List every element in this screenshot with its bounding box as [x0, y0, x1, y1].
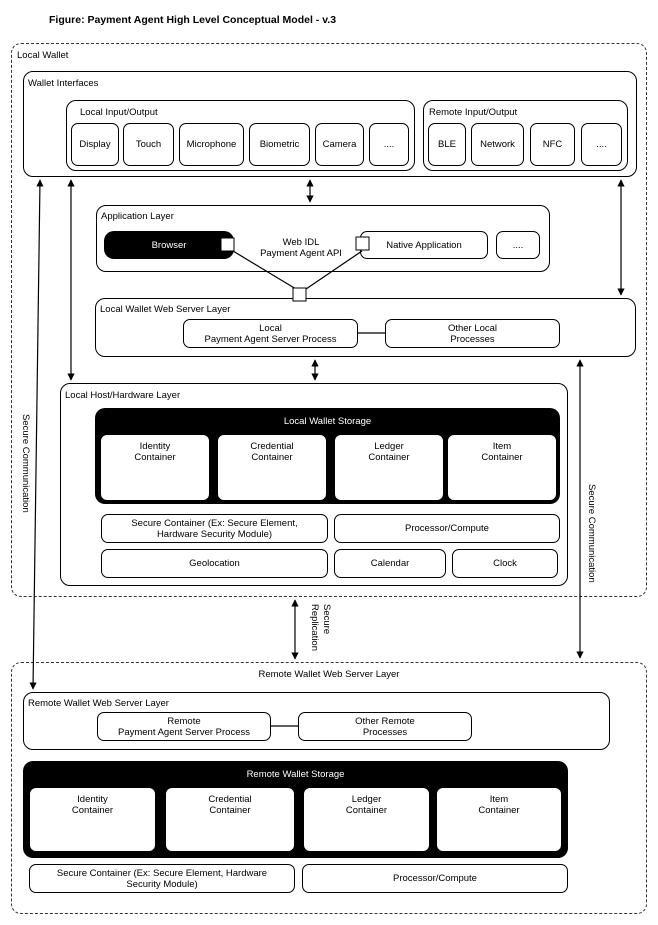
- calendar-box: Calendar: [334, 549, 446, 578]
- display-io: Display: [71, 123, 119, 166]
- local-io-label: Local Input/Output: [80, 107, 158, 118]
- local-wallet-boundary: [11, 43, 647, 597]
- local-wallet-label: Local Wallet: [17, 50, 69, 61]
- local-process-line1: Local: [259, 322, 282, 334]
- local-ledger-line2: Container: [368, 452, 410, 463]
- secure-replication-label: Secure Replication: [308, 604, 332, 654]
- browser-api-port: [220, 237, 235, 252]
- camera-io: Camera: [315, 123, 364, 166]
- other-local-line1: Other Local: [447, 322, 498, 334]
- more-local-io: ....: [369, 123, 409, 166]
- other-remote-line2: Processes: [362, 726, 408, 738]
- api-line-browser: [232, 250, 297, 290]
- server-api-port: [292, 287, 307, 302]
- remote-wallet-storage-label: Remote Wallet Storage: [246, 769, 345, 780]
- geolocation-box: Geolocation: [101, 549, 328, 578]
- nfc-io: NFC: [530, 123, 575, 166]
- local-host-hardware-layer-label: Local Host/Hardware Layer: [65, 390, 181, 401]
- local-item-line1: Item: [492, 441, 512, 452]
- secure-replication-line2: Replication: [309, 604, 320, 651]
- figure-title: Figure: Payment Agent High Level Concept…: [49, 14, 337, 26]
- api-label: Web IDL Payment Agent API: [242, 237, 360, 259]
- secure-replication-line1: Secure: [321, 604, 332, 635]
- local-ledger-line1: Ledger: [374, 441, 404, 452]
- network-io: Network: [471, 123, 524, 166]
- other-remote-line1: Other Remote: [355, 715, 415, 727]
- remote-secure-line2: Security Module): [126, 878, 198, 890]
- touch-io: Touch: [123, 123, 174, 166]
- api-label-line2: Payment Agent API: [260, 248, 342, 259]
- remote-item-line2: Container: [478, 805, 520, 816]
- remote-process-line2: Payment Agent Server Process: [117, 726, 250, 738]
- local-processor-compute: Processor/Compute: [334, 514, 560, 543]
- local-process-line2: Payment Agent Server Process: [204, 333, 337, 345]
- other-local-line2: Processes: [450, 333, 495, 345]
- remote-process-line1: Remote: [167, 715, 201, 727]
- local-credential-line1: Credential: [250, 441, 294, 452]
- local-item-line2: Container: [481, 452, 523, 463]
- local-secure-line1: Secure Container (Ex: Secure Element,: [131, 517, 298, 529]
- remote-credential-line2: Container: [209, 805, 251, 816]
- local-credential-line2: Container: [251, 452, 293, 463]
- browser-box: Browser: [104, 231, 234, 259]
- remote-item-line1: Item: [489, 794, 509, 805]
- microphone-io: Microphone: [179, 123, 244, 166]
- remote-wallet-boundary: [11, 662, 647, 914]
- local-identity-line1: Identity: [139, 441, 171, 452]
- more-remote-io: ....: [581, 123, 622, 166]
- remote-ledger-line1: Ledger: [351, 794, 382, 805]
- remote-web-server-layer-label: Remote Wallet Web Server Layer: [28, 698, 169, 709]
- api-line-native: [305, 250, 363, 290]
- remote-processor-compute: Processor/Compute: [302, 864, 568, 893]
- local-secure-container: Secure Container (Ex: Secure Element,Har…: [101, 514, 328, 543]
- secure-communication-right-label: Secure Communication: [586, 484, 597, 583]
- biometric-io: Biometric: [249, 123, 310, 166]
- local-wallet-storage-label: Local Wallet Storage: [283, 416, 372, 427]
- remote-io-label: Remote Input/Output: [429, 107, 518, 118]
- secure-communication-left-label: Secure Communication: [20, 414, 31, 513]
- api-label-line1: Web IDL: [282, 237, 320, 248]
- ble-io: BLE: [428, 123, 466, 166]
- native-api-port: [355, 236, 370, 251]
- remote-wallet-label: Remote Wallet Web Server Layer: [258, 669, 400, 680]
- remote-secure-line1: Secure Container (Ex: Secure Element, Ha…: [56, 867, 268, 879]
- local-web-server-layer-label: Local Wallet Web Server Layer: [100, 304, 231, 315]
- native-application-box: Native Application: [360, 231, 488, 259]
- remote-identity-line1: Identity: [77, 794, 108, 805]
- application-layer-label: Application Layer: [101, 211, 174, 222]
- local-secure-line2: Hardware Security Module): [156, 528, 273, 540]
- remote-identity-line2: Container: [71, 805, 114, 816]
- more-applications-box: ....: [496, 231, 540, 259]
- secure-communication-left-arrow: [29, 179, 44, 690]
- wallet-interfaces-label: Wallet Interfaces: [28, 78, 99, 89]
- remote-ledger-line2: Container: [345, 805, 388, 816]
- remote-credential-line1: Credential: [208, 794, 252, 805]
- remote-secure-container: Secure Container (Ex: Secure Element, Ha…: [29, 864, 295, 893]
- local-identity-line2: Container: [134, 452, 176, 463]
- clock-box: Clock: [452, 549, 558, 578]
